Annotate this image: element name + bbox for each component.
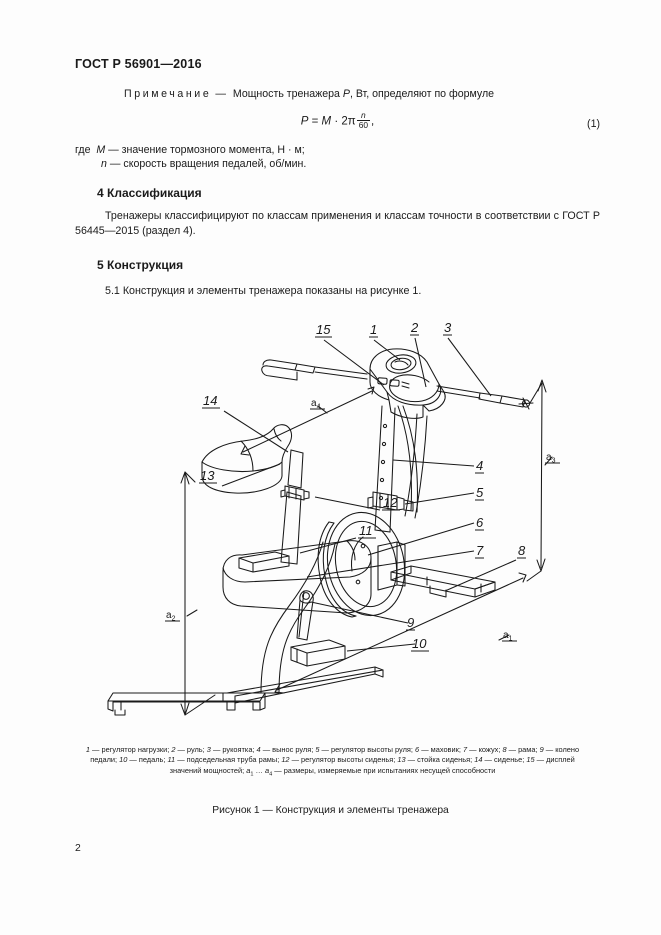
formula-equals: = xyxy=(311,115,319,128)
formula-rhs-prefix: M · 2π xyxy=(321,115,356,128)
callout-1: 1 xyxy=(370,322,377,337)
dimension-a3: a3 xyxy=(546,452,556,465)
console-display-housing xyxy=(369,348,446,419)
figure-legend: 1 — регулятор нагрузки; 2 — руль; 3 — ру… xyxy=(85,745,580,780)
where-symbol-n: n xyxy=(101,158,107,170)
section-paragraph-5: 5.1 Конструкция и элементы тренажера пок… xyxy=(105,285,422,297)
note-block: Примечание— Мощность тренажера P, Вт, оп… xyxy=(124,88,494,100)
callout-14: 14 xyxy=(203,393,217,408)
section-heading-5: 5 Конструкция xyxy=(97,258,184,272)
dimension-a2: a2 xyxy=(166,610,176,623)
callout-10: 10 xyxy=(412,636,427,651)
callout-13: 13 xyxy=(200,468,215,483)
where-block: где M — значение тормозного момента, Н ·… xyxy=(75,143,306,171)
frame-base-rear xyxy=(226,666,384,704)
note-text: Мощность тренажера P, Вт, определяют по … xyxy=(232,88,495,100)
dimension-a4: a4 xyxy=(311,398,321,411)
flywheel xyxy=(317,511,406,618)
callout-8: 8 xyxy=(518,543,526,558)
frame-main-tube xyxy=(260,541,336,694)
callout-leaders xyxy=(221,337,517,652)
where-text-n: — скорость вращения педалей, об/мин. xyxy=(109,158,307,170)
handlebar-cable xyxy=(397,405,419,513)
figure-exercise-bike-drawing: 15 1 2 3 14 13 12 11 4 5 6 xyxy=(75,310,586,740)
dimension-line-a4 xyxy=(240,386,375,456)
accessory-shelf xyxy=(238,551,290,573)
technical-drawing-svg: 15 1 2 3 14 13 12 11 4 5 6 xyxy=(107,320,560,716)
handlebar-height-adjuster xyxy=(367,491,414,512)
dimension-labels: a4 a3 a2 a1 xyxy=(165,398,560,643)
where-line-1: где M — значение тормозного момента, Н ·… xyxy=(75,143,306,157)
formula-lhs: P xyxy=(300,115,309,128)
where-text-m: — значение тормозного момента, Н · м; xyxy=(108,144,305,156)
callout-11: 11 xyxy=(359,523,373,538)
section-paragraph-4: Тренажеры классифицируют по классам прим… xyxy=(75,210,600,237)
shroud-bracket xyxy=(377,541,406,591)
note-label: Примечание xyxy=(124,88,212,100)
callout-5: 5 xyxy=(476,485,484,500)
callout-15: 15 xyxy=(316,322,331,337)
handlebar-assembly xyxy=(261,359,534,410)
seat-height-post xyxy=(287,449,304,489)
figure-caption: Рисунок 1 — Конструкция и элементы трена… xyxy=(212,805,449,816)
callout-4: 4 xyxy=(476,458,483,473)
dimension-a1: a1 xyxy=(503,630,513,643)
callout-2: 2 xyxy=(410,320,419,335)
pedal xyxy=(290,639,346,667)
callout-3: 3 xyxy=(444,320,452,335)
callout-12: 12 xyxy=(383,495,398,510)
dimension-line-a3 xyxy=(526,379,553,582)
dimension-line-a1 xyxy=(274,572,527,694)
document-header: ГОСТ Р 56901—2016 xyxy=(75,57,202,71)
section-heading-4: 4 Классификация xyxy=(97,186,202,200)
handlebar-stem-tube xyxy=(374,405,396,533)
callout-7: 7 xyxy=(476,543,484,558)
page-number: 2 xyxy=(75,843,81,854)
note-dash: — xyxy=(215,88,226,100)
seat-post-tube xyxy=(280,491,302,565)
frame-base-right xyxy=(390,565,496,598)
equation-number: (1) xyxy=(587,118,600,130)
seat-height-adjuster xyxy=(280,485,310,501)
formula-comma: , xyxy=(371,115,375,128)
crank-arm xyxy=(296,590,314,641)
dimension-line-a2 xyxy=(180,471,216,716)
where-line-2: n — скорость вращения педалей, об/мин. xyxy=(75,157,306,171)
where-symbol-m: M xyxy=(96,144,106,156)
figure-legend-text: 1 — регулятор нагрузки; 2 — руль; 3 — ру… xyxy=(85,745,580,778)
callout-6: 6 xyxy=(476,515,484,530)
formula-denominator: 60 xyxy=(356,119,371,130)
flywheel-shroud-cover xyxy=(222,540,372,614)
callout-9: 9 xyxy=(407,615,414,630)
callout-labels: 15 1 2 3 14 13 12 11 4 5 6 xyxy=(199,320,526,652)
formula-numerator: n xyxy=(361,110,366,120)
where-lead: где xyxy=(75,144,91,156)
